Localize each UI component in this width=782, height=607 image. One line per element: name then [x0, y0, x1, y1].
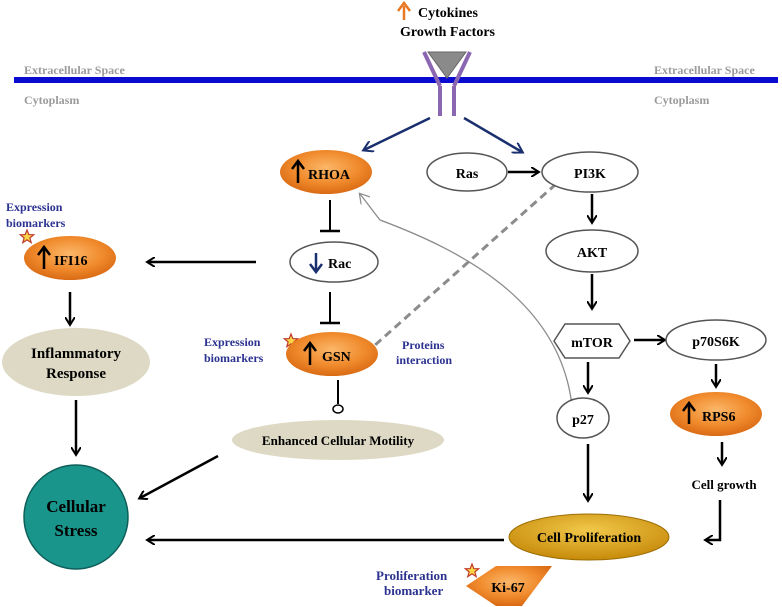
motility-label: Enhanced Cellular Motility	[262, 433, 415, 448]
p70s6k-label: p70S6K	[692, 335, 740, 350]
pi3k-node: PI3K	[541, 151, 639, 193]
response-label: Response	[46, 366, 106, 382]
gsn-label: GSN	[322, 350, 351, 365]
star-icon	[282, 332, 300, 348]
p27-label: p27	[572, 413, 594, 428]
cell-proliferation-node: Cell Proliferation	[508, 513, 670, 561]
cytoplasm-label-right: Cytoplasm	[654, 93, 709, 107]
up-arrow-icon	[303, 340, 317, 365]
gsn-node: GSN	[286, 332, 378, 376]
ki67-label: Ki-67	[491, 581, 524, 596]
up-arrow-icon	[397, 0, 411, 20]
star-icon	[18, 228, 36, 244]
gsn-biomarkers-label: biomarkers	[204, 351, 264, 365]
receptor-icon	[422, 51, 472, 116]
inflammatory-label: Inflammatory	[31, 346, 121, 362]
ras-label: Ras	[456, 167, 479, 182]
cell-growth-to-proliferation-arrow	[706, 500, 722, 540]
stress-label: Stress	[54, 521, 98, 540]
proliferation-biomarker-label: Proliferation	[376, 568, 448, 583]
enhanced-motility-node: Enhanced Cellular Motility	[232, 420, 444, 460]
up-arrow-icon	[291, 158, 305, 183]
rhoa-node: RHOA	[280, 150, 372, 194]
biomarker-label: biomarker	[384, 583, 443, 598]
cytokines-label: Cytokines	[418, 6, 478, 21]
ifi16-label: IFI16	[54, 254, 87, 269]
cellular-stress-node: Cellular Stress	[23, 464, 129, 570]
star-icon	[463, 562, 481, 578]
rhoa-label: RHOA	[308, 168, 351, 183]
akt-label: AKT	[577, 246, 608, 261]
cytoplasm-label-left: Cytoplasm	[24, 93, 79, 107]
interaction-label: interaction	[396, 353, 452, 367]
mtor-node: mTOR	[553, 323, 631, 359]
ifi16-expression-label: Expression	[6, 200, 63, 214]
receptor-to-rhoa-arrow	[364, 116, 431, 150]
rhoa-inhibits-rac	[320, 200, 340, 233]
motility-to-stress-arrow	[140, 454, 219, 498]
gsn-to-motility-connector	[332, 380, 344, 414]
rac-node: Rac	[289, 241, 379, 283]
ki67-node: Ki-67	[466, 566, 552, 606]
down-arrow-icon	[309, 253, 323, 275]
rps6-label: RPS6	[702, 410, 735, 425]
ifi16-biomarkers-label: biomarkers	[6, 216, 66, 230]
ifi16-node: IFI16	[24, 236, 116, 280]
akt-node: AKT	[545, 229, 639, 273]
cellular-label: Cellular	[46, 497, 106, 516]
extracellular-label-right: Extracellular Space	[654, 63, 755, 77]
extracellular-label-left: Extracellular Space	[24, 63, 125, 77]
gsn-expression-label: Expression	[204, 335, 261, 349]
mtor-label: mTOR	[571, 336, 614, 351]
pi3k-label: PI3K	[574, 167, 606, 182]
rac-inhibits-gsn	[320, 292, 340, 325]
receptor-to-pi3k-arrow	[463, 116, 522, 152]
proteins-label: Proteins	[402, 338, 445, 352]
ras-node: Ras	[426, 152, 508, 192]
up-arrow-icon	[37, 244, 51, 269]
p70s6k-node: p70S6K	[665, 319, 767, 361]
inflammatory-response-node: Inflammatory Response	[2, 328, 150, 396]
growth-factors-label: Growth Factors	[400, 25, 496, 40]
p27-to-rhoa-curve	[360, 194, 573, 407]
rac-label: Rac	[328, 257, 351, 272]
pi3k-gsn-interaction-line	[373, 182, 557, 348]
up-arrow-icon	[682, 400, 696, 424]
cell-growth-label: Cell growth	[691, 477, 757, 492]
proliferation-label: Cell Proliferation	[537, 531, 642, 546]
p27-node: p27	[556, 397, 610, 439]
rps6-node: RPS6	[670, 392, 762, 436]
